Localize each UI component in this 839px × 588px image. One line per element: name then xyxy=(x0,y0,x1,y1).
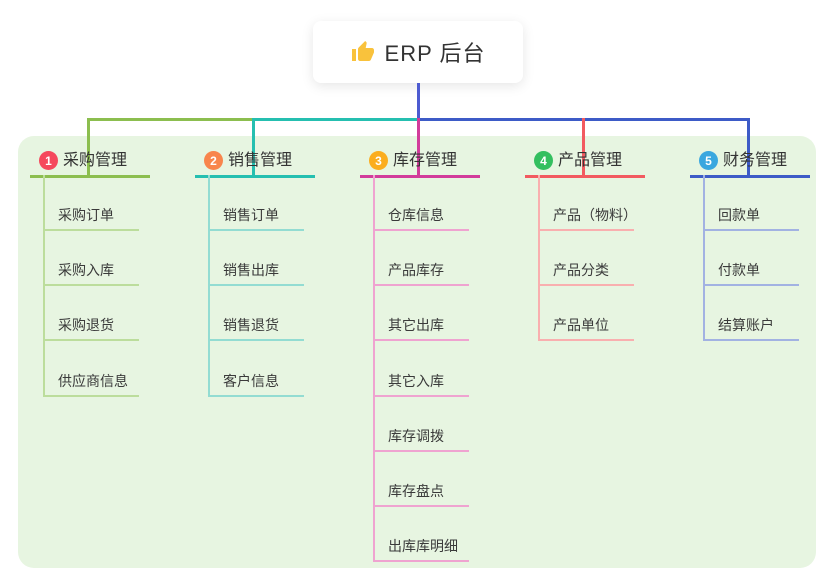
branch-item-label: 产品（物料） xyxy=(553,207,637,223)
trunk-segment xyxy=(87,118,255,121)
branch-drop-line xyxy=(417,118,420,175)
branch-item-label: 产品库存 xyxy=(388,262,444,278)
branch-item-label: 销售订单 xyxy=(223,207,279,223)
branch-item-underline xyxy=(373,560,469,562)
branch-item-label: 其它出库 xyxy=(388,317,444,333)
branch-number-badge: 3 xyxy=(369,151,388,170)
branch-drop-line xyxy=(87,118,90,175)
branch-item-underline xyxy=(373,395,469,397)
branch-item-underline xyxy=(373,450,469,452)
branch-item-underline xyxy=(703,229,799,231)
branch-item-underline xyxy=(373,505,469,507)
branch-number-badge: 1 xyxy=(39,151,58,170)
branch-title: 产品管理 xyxy=(558,152,623,169)
branch-drop-line xyxy=(252,118,255,175)
branch-title-underline xyxy=(690,175,810,178)
branch-item-underline xyxy=(43,284,139,286)
branch-drop-line xyxy=(747,118,750,175)
branch-title: 财务管理 xyxy=(723,152,788,169)
branch-item-label: 付款单 xyxy=(718,262,760,278)
root-node-label: ERP 后台 xyxy=(384,41,486,66)
branch-item-label: 其它入库 xyxy=(388,373,444,389)
branch-stem-line xyxy=(43,175,45,397)
branch-item-underline xyxy=(43,229,139,231)
branch-item-label: 销售出库 xyxy=(223,262,279,278)
branch-item-underline xyxy=(373,229,469,231)
branch-item-label: 客户信息 xyxy=(223,373,279,389)
branch-title: 库存管理 xyxy=(393,152,458,169)
branch-title: 销售管理 xyxy=(228,152,293,169)
branch-item-label: 出库库明细 xyxy=(388,538,458,554)
branch-item-underline xyxy=(208,339,304,341)
branch-title-underline xyxy=(195,175,315,178)
branch-item-underline xyxy=(373,284,469,286)
branch-item-underline xyxy=(538,284,634,286)
branch-stem-line xyxy=(208,175,210,397)
branch-number-badge: 4 xyxy=(534,151,553,170)
branch-item-underline xyxy=(43,339,139,341)
branch-item-label: 采购订单 xyxy=(58,207,114,223)
branch-item-underline xyxy=(703,284,799,286)
branch-title-underline xyxy=(525,175,645,178)
branch-item-underline xyxy=(538,339,634,341)
trunk-segment xyxy=(255,118,419,121)
thumbs-up-icon xyxy=(351,41,374,61)
branch-item-underline xyxy=(538,229,634,231)
branch-drop-line xyxy=(582,118,585,175)
branch-title-underline xyxy=(360,175,480,178)
mindmap-panel xyxy=(18,136,816,568)
branch-number-badge: 5 xyxy=(699,151,718,170)
branch-stem-line xyxy=(373,175,375,562)
branch-item-label: 库存盘点 xyxy=(388,483,444,499)
root-connector-line xyxy=(417,83,420,118)
branch-item-label: 产品分类 xyxy=(553,262,609,278)
branch-stem-line xyxy=(538,175,540,341)
branch-item-label: 采购退货 xyxy=(58,317,114,333)
branch-item-label: 产品单位 xyxy=(553,317,609,333)
branch-item-underline xyxy=(703,339,799,341)
branch-item-label: 采购入库 xyxy=(58,262,114,278)
branch-title: 采购管理 xyxy=(63,152,128,169)
branch-item-underline xyxy=(43,395,139,397)
branch-item-underline xyxy=(373,339,469,341)
branch-item-label: 供应商信息 xyxy=(58,373,128,389)
branch-item-label: 销售退货 xyxy=(223,317,279,333)
branch-item-label: 库存调拨 xyxy=(388,428,444,444)
branch-item-underline xyxy=(208,229,304,231)
branch-item-underline xyxy=(208,284,304,286)
branch-item-label: 结算账户 xyxy=(718,317,774,333)
branch-item-label: 回款单 xyxy=(718,207,760,223)
root-node: ERP 后台 xyxy=(313,21,523,83)
branch-title-underline xyxy=(30,175,150,178)
branch-item-underline xyxy=(208,395,304,397)
branch-item-label: 仓库信息 xyxy=(388,207,444,223)
branch-stem-line xyxy=(703,175,705,341)
branch-number-badge: 2 xyxy=(204,151,223,170)
